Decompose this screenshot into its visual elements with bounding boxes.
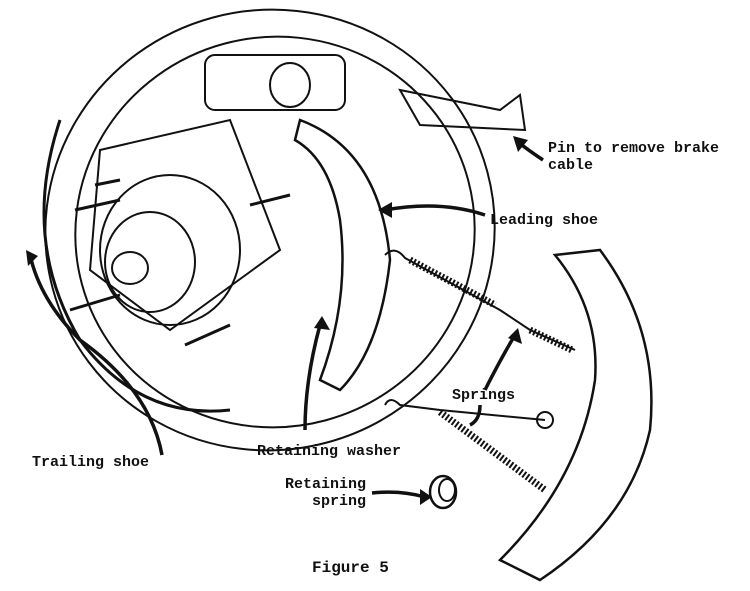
label-springs: Springs	[452, 387, 516, 404]
leading-shoe-installed	[293, 118, 392, 392]
label-trailing-shoe: Trailing shoe	[32, 454, 150, 471]
wheel-cylinder	[204, 54, 346, 111]
parking-brake-lever	[398, 88, 527, 132]
springs-arrow-lower	[469, 404, 482, 427]
label-retaining-spring-line1: Retaining	[284, 476, 366, 493]
springs-arrow-upper	[483, 334, 517, 391]
label-retaining-spring-line2: spring	[311, 493, 366, 510]
arrow-heads	[26, 136, 528, 505]
leading-shoe-arrow	[384, 204, 486, 217]
label-pin-line1: Pin to remove brake	[548, 140, 720, 157]
wheel-studs	[69, 178, 291, 347]
removed-leading-shoe	[497, 248, 653, 582]
retaining-spring	[428, 474, 458, 510]
upper-spring	[384, 249, 576, 354]
label-leading-shoe: Leading shoe	[490, 212, 599, 229]
backing-plate	[44, 8, 496, 452]
trailing-shoe-arrow	[28, 254, 164, 456]
lower-spring	[384, 399, 554, 493]
label-pin-line2: cable	[548, 157, 594, 174]
trailing-shoe	[42, 119, 231, 413]
figure-caption: Figure 5	[312, 559, 389, 577]
retaining-spring-arrow	[371, 490, 426, 499]
retaining-washer-arrow	[303, 324, 322, 431]
hub	[88, 118, 282, 332]
label-retaining-washer: Retaining washer	[257, 443, 402, 460]
